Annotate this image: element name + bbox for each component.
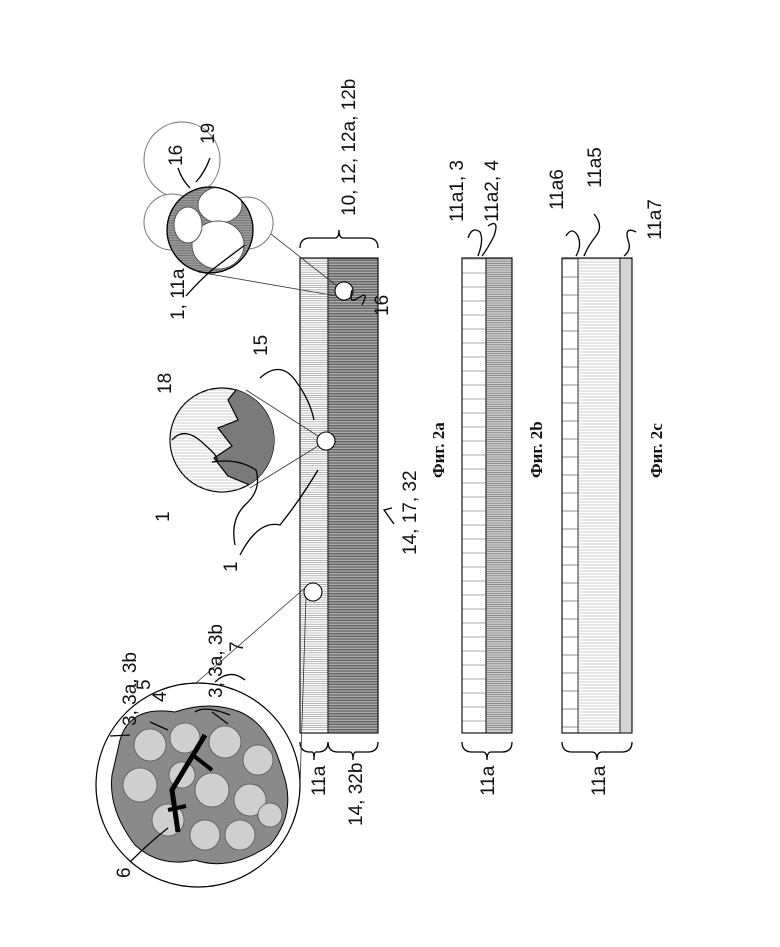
label-11a1-3: 11a1, 3 — [447, 160, 468, 222]
fig2b-strip — [462, 224, 512, 760]
detail-mid-circle — [165, 385, 285, 495]
label-14-32b: 14, 32b — [346, 763, 367, 826]
label-7: 7 — [227, 641, 248, 652]
particle — [195, 773, 229, 807]
particle — [134, 729, 166, 761]
fig2c-strip — [562, 214, 636, 760]
label-11a6: 11a6 — [547, 169, 568, 210]
label-11a: 11a — [309, 765, 330, 796]
label-15: 15 — [251, 335, 272, 356]
particle — [190, 820, 220, 850]
fig2a-strip — [300, 258, 378, 733]
label-18: 18 — [155, 373, 176, 394]
label-11a2-4: 11a2, 4 — [482, 160, 503, 222]
particle — [209, 726, 241, 758]
label-1-b: 1 — [153, 511, 174, 522]
label-11a5: 11a5 — [585, 147, 606, 188]
label-4: 4 — [150, 691, 171, 702]
label-14-17-32: 14, 17, 32 — [400, 470, 421, 555]
label-1-11a: 1, 11a — [168, 268, 189, 320]
label-2b-11a: 11a — [478, 765, 499, 796]
fig2a-marker-left — [304, 583, 322, 601]
label-19: 19 — [198, 123, 219, 144]
particle — [225, 820, 255, 850]
label-3-b: 3, 3a, 3b — [206, 624, 227, 698]
caption-fig2a: Фиг. 2a — [429, 422, 448, 478]
label-3-a: 3, 3a, 3b — [120, 652, 141, 726]
particle — [123, 768, 157, 802]
caption-fig2b: Фиг. 2b — [527, 421, 546, 478]
label-1-a: 1 — [221, 561, 242, 572]
label-16-top: 16 — [166, 145, 187, 166]
label-10-12: 10, 12, 12a, 12b — [339, 79, 360, 216]
fig2a-marker-mid — [317, 432, 335, 450]
caption-fig2c: Фиг. 2c — [647, 423, 666, 478]
label-16-bottom: 16 — [372, 295, 393, 316]
label-11a7: 11a7 — [645, 199, 666, 240]
particle — [258, 803, 282, 827]
label-2c-11a: 11a — [589, 765, 610, 796]
particle — [243, 745, 273, 775]
label-6: 6 — [114, 867, 135, 878]
